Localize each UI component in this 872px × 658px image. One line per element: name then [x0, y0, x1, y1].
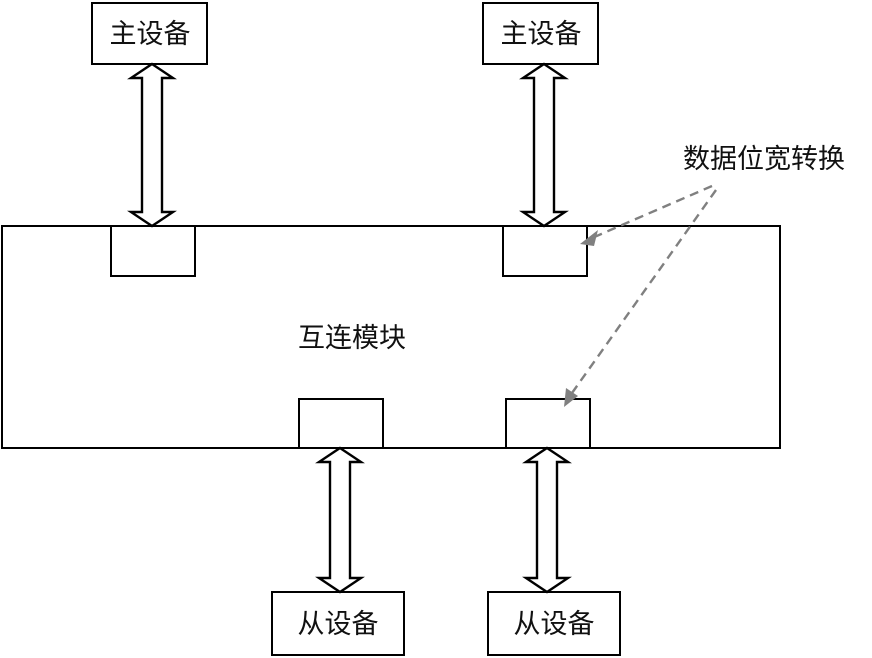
master-device-2-label: 主设备 — [501, 19, 582, 50]
annotation-arrow-1-head — [580, 230, 598, 246]
bidirectional-arrows — [127, 62, 572, 594]
master-device-1-label: 主设备 — [110, 19, 191, 50]
interconnect-label: 互连模块 — [298, 323, 406, 354]
master-device-2-box — [482, 2, 599, 65]
slave-2-bus-arrow — [522, 446, 572, 594]
slave-device-2-box — [487, 591, 621, 656]
master-2-bus-arrow — [519, 62, 569, 228]
annotation-arrow-1-line — [591, 184, 713, 240]
slave-1-bus-arrow — [315, 446, 365, 594]
master-port-2-width-converter — [502, 225, 588, 277]
width-conversion-label: 数据位宽转换 — [683, 144, 845, 175]
master-1-bus-arrow — [127, 62, 177, 228]
slave-device-2-label: 从设备 — [514, 609, 595, 640]
slave-device-1-label: 从设备 — [298, 609, 379, 640]
annotation-arrow-2-head — [564, 388, 578, 407]
master-device-1-box — [91, 2, 208, 65]
annotation-arrow-2-line — [571, 189, 717, 394]
slave-device-1-box — [271, 591, 405, 656]
master-port-1 — [110, 225, 196, 277]
slave-port-2-width-converter — [505, 398, 591, 449]
slave-port-1 — [298, 398, 384, 449]
